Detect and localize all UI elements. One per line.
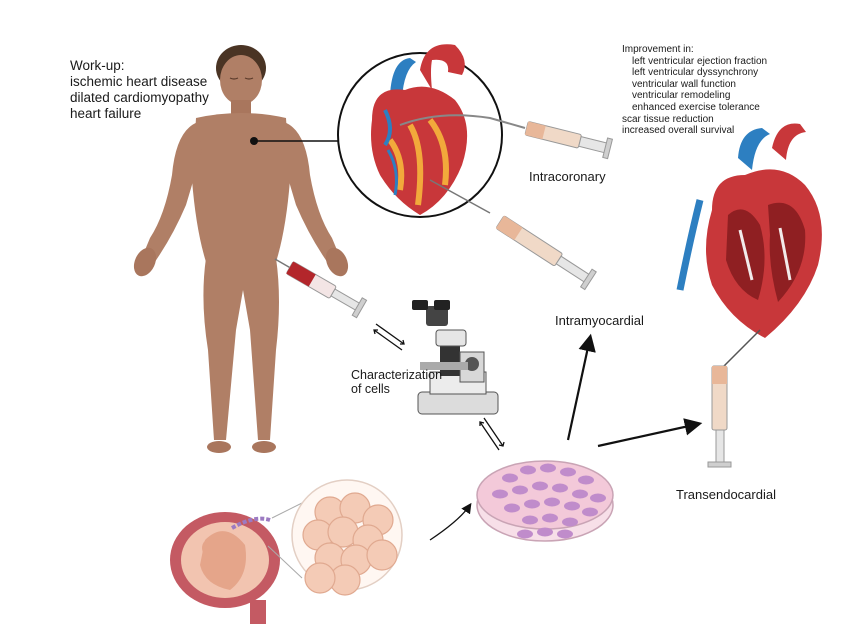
- improvement-sub-item: ventricular wall function: [632, 78, 736, 90]
- uterus-fetus-icon: [170, 512, 280, 624]
- characterization-line2: of cells: [351, 382, 390, 396]
- blastomeres: [302, 492, 398, 596]
- cell: [552, 483, 568, 493]
- label-transendocardial: Transendocardial: [676, 487, 776, 502]
- label-intramyocardial: Intramyocardial: [555, 313, 644, 328]
- label-intracoronary: Intracoronary: [529, 169, 606, 184]
- dish-cells: [492, 463, 606, 539]
- cell: [502, 473, 518, 483]
- exchange-arrows-bottom: [479, 417, 505, 451]
- zoom-line-bottom: [267, 545, 303, 579]
- cell: [557, 529, 573, 539]
- human-figure: [133, 45, 349, 453]
- cell: [572, 489, 588, 499]
- improvement-sub-item: left ventricular dyssynchrony: [632, 67, 759, 79]
- blastomere: [366, 539, 398, 571]
- workup-item: ischemic heart disease: [70, 74, 208, 89]
- cell: [504, 503, 520, 513]
- arrow-embryo-to-dish: [429, 502, 472, 541]
- cell: [492, 489, 508, 499]
- workup-item: heart failure: [70, 106, 142, 121]
- workup-title: Work-up:: [70, 58, 125, 73]
- dissected-heart: [676, 123, 822, 369]
- arrow-to-transendocardial: [597, 418, 703, 448]
- improvement-item: scar tissue reduction: [622, 113, 714, 125]
- improvement-title: Improvement in:: [622, 44, 694, 55]
- cell: [560, 467, 576, 477]
- arrow-to-intramyocardial: [566, 333, 596, 441]
- label-characterization: Characterization of cells: [351, 368, 442, 396]
- cell: [540, 463, 556, 473]
- cell: [512, 485, 528, 495]
- cell: [532, 481, 548, 491]
- intramyocardial-syringe: [429, 179, 597, 291]
- workup-item: dilated cardiomyopathy: [70, 90, 209, 105]
- improvement-sub-item: ventricular remodeling: [632, 90, 731, 102]
- cell: [562, 517, 578, 527]
- cell: [522, 515, 538, 525]
- improvement-item: increased overall survival: [622, 125, 735, 137]
- exchange-arrows-top: [373, 323, 405, 351]
- microscope-icon: [412, 300, 499, 415]
- heart-zoom-circle: [337, 44, 526, 218]
- cell: [582, 507, 598, 517]
- workup-block: Work-up: ischemic heart disease dilated …: [70, 58, 209, 122]
- cell: [590, 493, 606, 503]
- transendocardial-syringe: [707, 365, 732, 468]
- cell: [544, 497, 560, 507]
- cell: [517, 529, 533, 539]
- improvement-sub-item: enhanced exercise tolerance: [632, 101, 760, 113]
- intracoronary-syringe: [524, 121, 614, 160]
- cell: [537, 527, 553, 537]
- improvement-sub-item: left ventricular ejection fraction: [632, 55, 768, 67]
- improvement-block: Improvement in: left ventricular ejectio…: [622, 44, 767, 137]
- blood-draw-syringe: [274, 258, 368, 319]
- cell: [578, 475, 594, 485]
- cell: [542, 513, 558, 523]
- cell: [524, 499, 540, 509]
- blastomere: [304, 562, 336, 594]
- characterization-line1: Characterization: [351, 368, 443, 382]
- cell: [564, 501, 580, 511]
- cell: [520, 465, 536, 475]
